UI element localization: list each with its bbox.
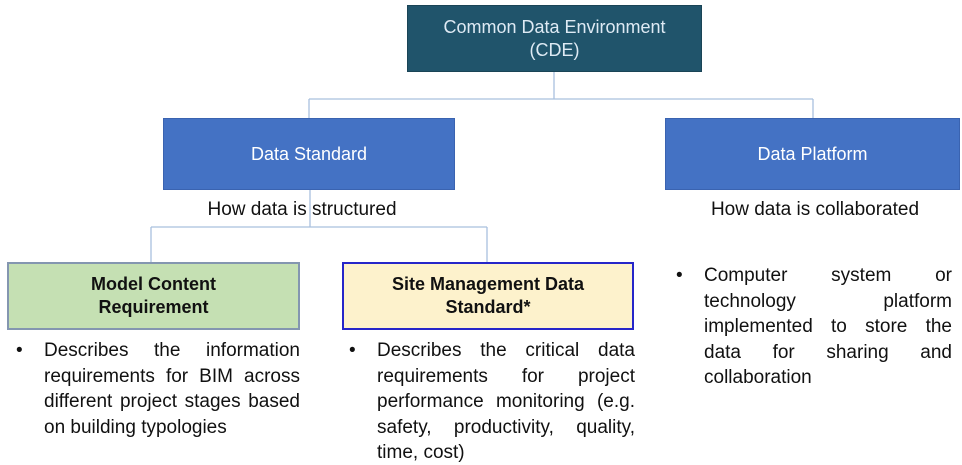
node-data-platform-label: Data Platform: [757, 143, 868, 164]
node-data-standard-label: Data Standard: [250, 143, 368, 164]
bullet-icon: •: [16, 340, 23, 361]
caption-how-data-is-collaborated: How data is collaborated: [710, 199, 920, 220]
smds-description: • Describes the critical data requiremen…: [345, 338, 635, 465]
node-model-content-requirement-label: Model Content Requirement: [91, 274, 216, 317]
platform-description-text: Computer system or technology platform i…: [704, 265, 952, 388]
node-site-management-data-standard-label: Site Management Data Standard*: [391, 274, 585, 317]
node-common-data-environment-label: Common Data Environment (CDE): [443, 16, 666, 60]
smds-description-text: Describes the critical data requirements…: [377, 340, 635, 463]
node-site-management-data-standard: Site Management Data Standard*: [342, 262, 634, 330]
node-data-standard: Data Standard: [163, 118, 455, 190]
mcr-description-item: • Describes the information requirements…: [12, 338, 300, 440]
node-model-content-requirement: Model Content Requirement: [7, 262, 300, 330]
smds-description-item: • Describes the critical data requiremen…: [345, 338, 635, 465]
node-data-platform: Data Platform: [665, 118, 960, 190]
node-common-data-environment: Common Data Environment (CDE): [407, 5, 702, 72]
platform-description-item: • Computer system or technology platform…: [672, 263, 952, 391]
platform-description: • Computer system or technology platform…: [672, 263, 952, 391]
bullet-icon: •: [676, 265, 683, 286]
mcr-description: • Describes the information requirements…: [12, 338, 300, 440]
caption-how-data-is-structured: How data is structured: [207, 199, 397, 220]
mcr-description-text: Describes the information requirements f…: [44, 340, 300, 438]
bullet-icon: •: [349, 340, 356, 361]
